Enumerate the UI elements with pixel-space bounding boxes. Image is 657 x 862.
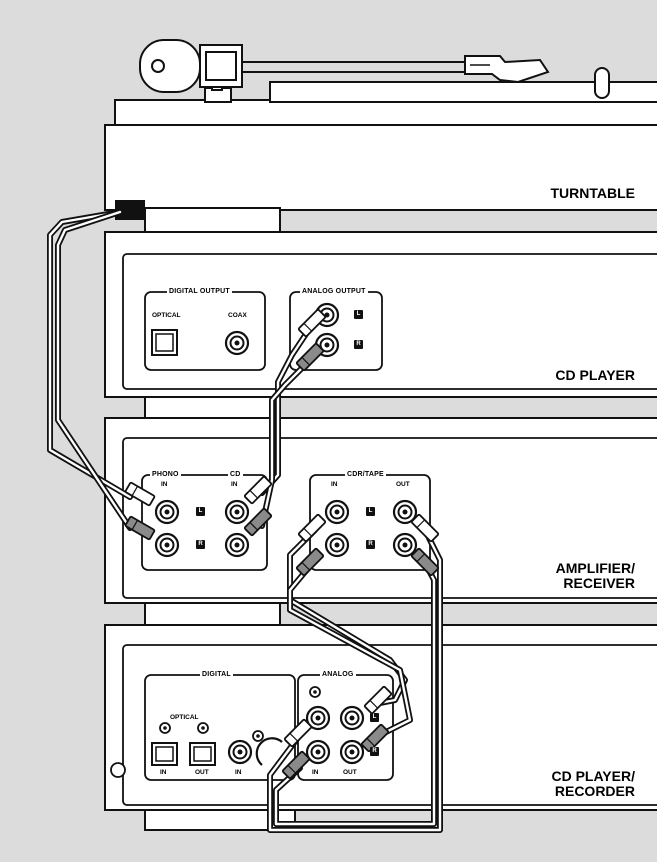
amp-cd-label: CD [228, 471, 243, 479]
rec-analog-in-label: IN [312, 769, 319, 776]
rec-analog-out-label: OUT [343, 769, 357, 776]
rec-analog-label: ANALOG [320, 671, 356, 679]
unit-label-recorder-line1: CD PLAYER/ [551, 768, 635, 784]
amp-phono-label: PHONO [150, 471, 181, 479]
amp-cdr-tape-label: CDR/TAPE [345, 471, 386, 479]
amp-phono-in-label: IN [161, 481, 168, 488]
unit-label-turntable: TURNTABLE [550, 185, 635, 201]
amp-tape-left-badge: L [366, 507, 375, 516]
cd-analog-output-label: ANALOG OUTPUT [300, 288, 368, 296]
rec-optical-out-label: OUT [195, 769, 209, 776]
amp-cd-in-label: IN [231, 481, 238, 488]
rec-left-badge: L [370, 713, 379, 722]
amp-tape-right-badge: R [366, 540, 375, 549]
cd-left-badge: L [354, 310, 363, 319]
rec-optical-label: OPTICAL [170, 714, 199, 721]
unit-label-amplifier-line2: RECEIVER [563, 575, 635, 591]
cd-digital-output-label: DIGITAL OUTPUT [167, 288, 232, 296]
unit-label-recorder-line2: RECORDER [554, 783, 635, 799]
amp-tape-in-label: IN [331, 481, 338, 488]
rec-digital-label: DIGITAL [200, 671, 233, 679]
amp-tape-out-label: OUT [396, 481, 410, 488]
cd-player-unit [104, 231, 657, 420]
turntable-unit [104, 39, 657, 233]
amplifier-unit [104, 417, 657, 626]
cables [47, 209, 443, 833]
rec-right-badge: R [370, 747, 379, 756]
amp-phono-right-badge: R [196, 540, 205, 549]
rec-optical-in-label: IN [160, 769, 167, 776]
rec-coax-in-label: IN [235, 769, 242, 776]
amp-phono-left-badge: L [196, 507, 205, 516]
unit-label-amplifier-line1: AMPLIFIER/ [555, 560, 635, 576]
unit-label-cd-player: CD PLAYER [555, 367, 635, 383]
cd-optical-label: OPTICAL [152, 312, 181, 319]
cd-right-badge: R [354, 340, 363, 349]
cd-coax-label: COAX [228, 312, 247, 319]
